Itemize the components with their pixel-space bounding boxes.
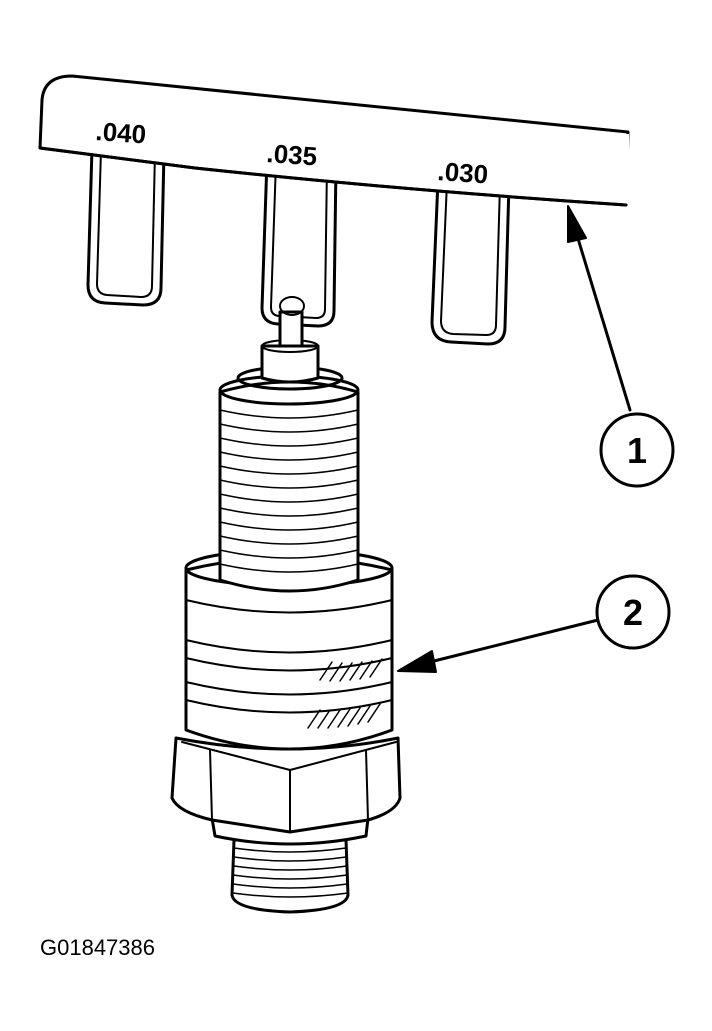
spark-plug-thread-upper (218, 374, 360, 593)
callout-2: 2 (397, 574, 671, 673)
gauge-label-040: .040 (95, 116, 148, 149)
gauge-wire-035 (260, 158, 338, 328)
spark-plug-electrode (278, 296, 305, 348)
spark-plug-hex-nut (170, 736, 402, 834)
feeler-gauge-tool: .040 .035 .030 (38, 74, 630, 346)
figure-id: G01847386 (40, 935, 155, 960)
gauge-label-035: .035 (266, 138, 319, 171)
spark-plug-tip-collar (236, 339, 344, 391)
callout-1: 1 (567, 205, 675, 488)
spark-plug-thread-lower (230, 838, 350, 914)
callout-2-circle (595, 574, 671, 650)
gauge-label-030: .030 (437, 156, 490, 189)
shell-hatch-lower (307, 703, 381, 729)
callout-1-circle (599, 412, 675, 488)
gauge-wire-040 (86, 146, 166, 307)
callout-2-number: 2 (623, 592, 643, 633)
callout-2-arrowhead (397, 650, 437, 673)
callout-1-arrowhead (567, 205, 587, 243)
shell-hatch-upper (319, 658, 383, 682)
gauge-wire-030 (430, 178, 511, 346)
callout-1-number: 1 (627, 430, 647, 471)
spark-plug (170, 296, 402, 914)
